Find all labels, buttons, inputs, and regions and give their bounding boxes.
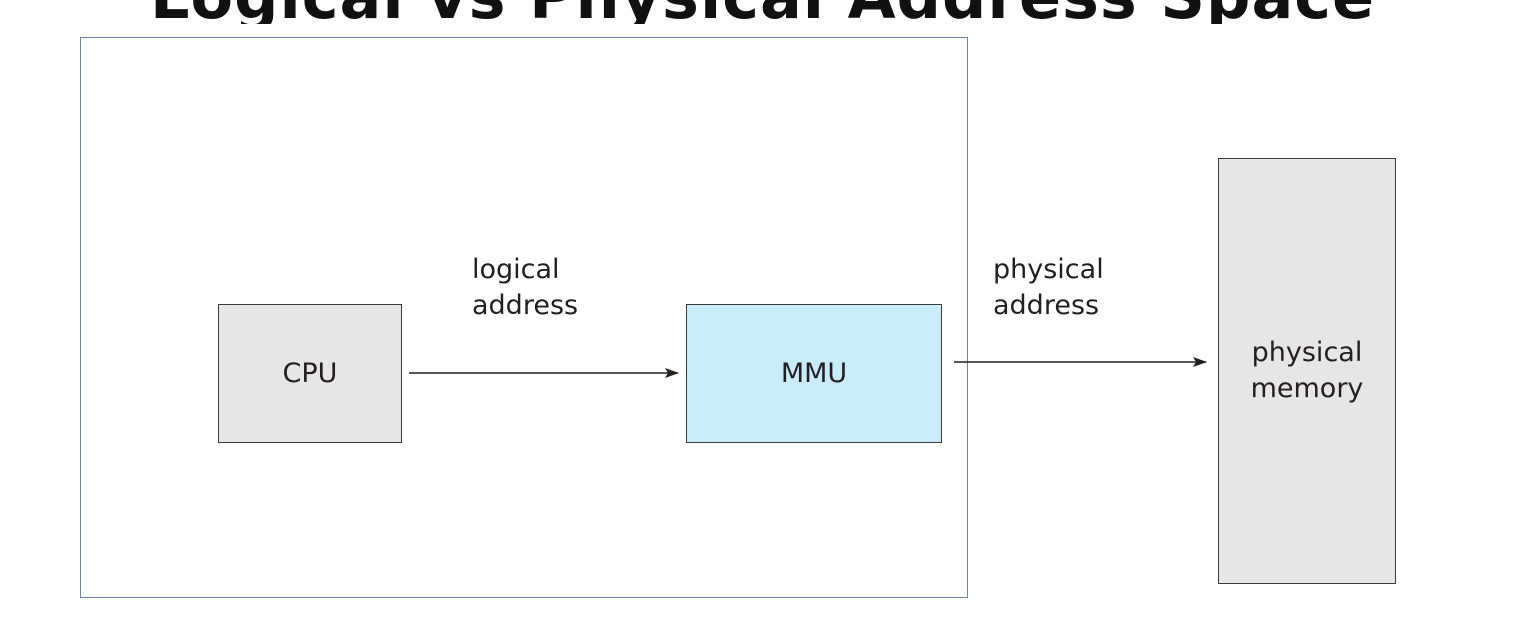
cpu-label: CPU	[282, 357, 338, 389]
physical-address-label: physical address	[993, 252, 1104, 324]
logical-address-label: logical address	[472, 252, 578, 324]
cpu-box: CPU	[218, 304, 402, 443]
cropped-title: Logical vs Physical Address Space	[0, 0, 1538, 24]
memory-label-line2: memory	[1250, 373, 1364, 404]
title-text: Logical vs Physical Address Space	[150, 0, 1375, 24]
logical-address-line2: address	[472, 290, 579, 321]
mmu-label: MMU	[780, 357, 848, 389]
mmu-box: MMU	[686, 304, 942, 443]
logical-address-line1: logical	[472, 254, 560, 285]
physical-address-line1: physical	[993, 254, 1104, 285]
memory-label-line1: physical	[1251, 337, 1363, 368]
cpu-mmu-container	[80, 37, 968, 598]
physical-memory-box: physical memory	[1218, 158, 1396, 584]
physical-address-line2: address	[993, 290, 1100, 321]
